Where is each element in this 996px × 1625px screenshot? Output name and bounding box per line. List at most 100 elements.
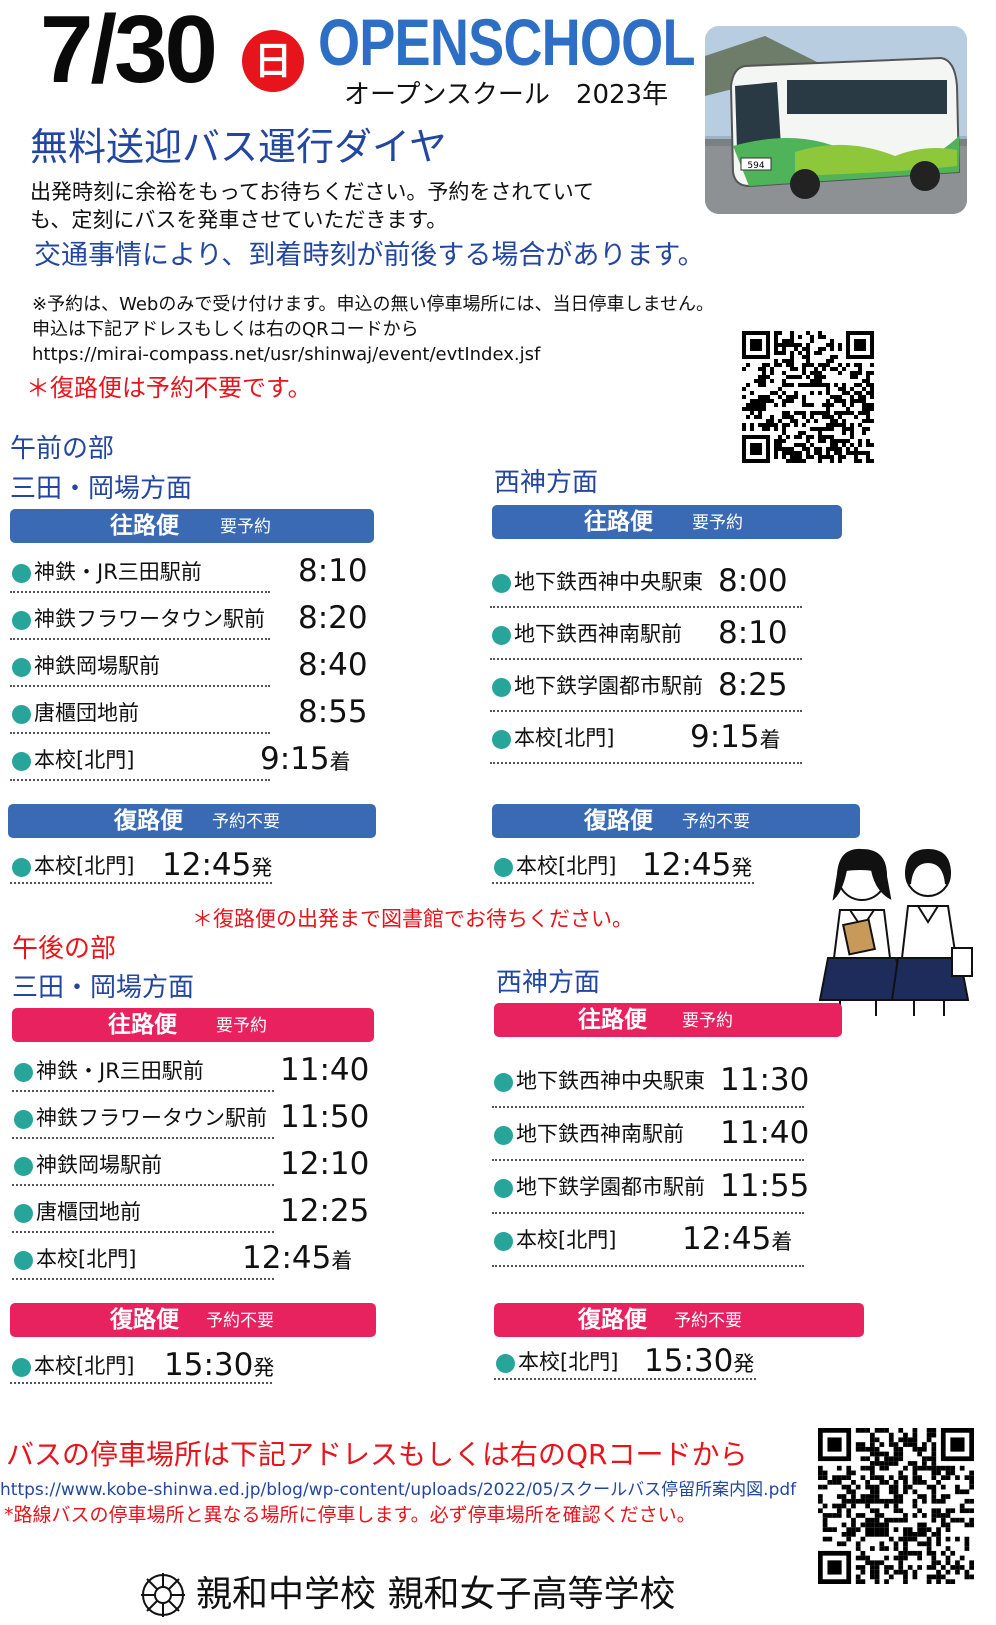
pm-sanda-return-header: 復路便 予約不要: [10, 1303, 376, 1337]
stop-row: 本校[北門]15:30発: [494, 1336, 756, 1380]
stop-name: 唐櫃団地前: [36, 1200, 141, 1224]
time-value: 12:45: [242, 1240, 332, 1276]
stop-name: 地下鉄学園都市駅前: [516, 1175, 705, 1199]
bar-sub: 要予約: [692, 513, 743, 533]
reservation-how: 申込は下記アドレスもしくは右のQRコードから: [32, 319, 419, 340]
stop-name: 地下鉄西神南駅前: [514, 622, 682, 646]
time-value: 12:25: [280, 1193, 370, 1229]
stop-time: 15:30発: [644, 1342, 754, 1383]
reservation-info: ※予約は、Webのみで受け付けます。申込の無い停車場所には、当日停車しません。 …: [32, 292, 792, 367]
reservation-url[interactable]: https://mirai-compass.net/usr/shinwaj/ev…: [32, 344, 541, 365]
stop-name: 地下鉄学園都市駅前: [514, 674, 703, 698]
bullet-icon: [14, 1157, 33, 1176]
bar-title: 往路便: [108, 1012, 177, 1038]
bullet-icon: [492, 574, 511, 593]
stop-name: 本校[北門]: [34, 854, 135, 878]
am-seishin-outbound-header: 往路便 要予約: [492, 505, 842, 539]
pm-seishin-return: 本校[北門]15:30発: [494, 1336, 756, 1380]
time-value: 12:45: [162, 847, 252, 883]
bar-sub: 要予約: [682, 1011, 733, 1031]
bullet-icon: [12, 1358, 31, 1377]
bullet-icon: [492, 730, 511, 749]
stop-name: 神鉄岡場駅前: [36, 1153, 162, 1177]
time-value: 8:20: [298, 600, 368, 636]
pm-seishin-return-header: 復路便 予約不要: [494, 1303, 864, 1337]
stop-row: 神鉄・JR三田駅前 11:40: [12, 1045, 369, 1092]
stop-name: 神鉄岡場駅前: [34, 654, 160, 678]
stop-time: 12:45発: [162, 846, 272, 887]
stop-time: 12:10: [280, 1145, 369, 1186]
bullet-icon: [494, 1126, 513, 1145]
stop-time: 8:40: [298, 646, 368, 687]
stop-name: 神鉄フラワータウン駅前: [34, 607, 265, 631]
stops-note: バスの停車場所は下記アドレスもしくは右のQRコードから: [6, 1438, 748, 1471]
bullet-icon: [12, 564, 31, 583]
traffic-notice: 交通事情により、到着時刻が前後する場合があります。: [34, 240, 705, 271]
time-value: 11:50: [280, 1099, 370, 1135]
time-value: 8:40: [298, 647, 368, 683]
stop-name: 神鉄・JR三田駅前: [36, 1059, 204, 1083]
time-value: 8:10: [718, 615, 788, 651]
stop-name: 地下鉄西神中央駅東: [516, 1069, 705, 1093]
time-value: 8:55: [298, 694, 368, 730]
stop-row: 地下鉄西神中央駅東 8:00: [490, 556, 802, 608]
stop-name: 地下鉄西神中央駅東: [514, 570, 703, 594]
stop-name: 本校[北門]: [34, 1354, 135, 1378]
time-suffix: 発: [731, 856, 753, 880]
pm-seishin-outbound-header: 往路便 要予約: [494, 1003, 842, 1037]
stop-time: 11:30: [720, 1061, 809, 1102]
stop-time: 8:25: [718, 666, 788, 707]
pm-sanda-stops: 神鉄・JR三田駅前 11:40 神鉄フラワータウン駅前 11:50 神鉄岡場駅前 12:1…: [12, 1045, 369, 1280]
time-value: 9:15: [260, 741, 330, 777]
return-note: ＊復路便は予約不要です。: [26, 374, 312, 402]
bullet-icon: [492, 678, 511, 697]
stops-url[interactable]: https://www.kobe-shinwa.ed.jp/blog/wp-co…: [0, 1480, 797, 1500]
time-value: 11:40: [720, 1115, 810, 1151]
bar-title: 復路便: [584, 808, 653, 834]
reservation-qr-code[interactable]: [742, 331, 874, 463]
bar-title: 往路便: [578, 1007, 647, 1033]
stop-time: 8:10: [718, 614, 788, 655]
stop-row: 地下鉄西神南駅前 8:10: [490, 608, 802, 660]
time-value: 15:30: [644, 1343, 734, 1379]
bullet-icon: [14, 1251, 33, 1270]
bullet-icon: [496, 1354, 515, 1373]
bullet-icon: [494, 1073, 513, 1092]
stop-name: 地下鉄西神南駅前: [516, 1122, 684, 1146]
event-subtitle: オープンスクール 2023年: [344, 80, 669, 110]
school-crest-icon: [138, 1570, 188, 1620]
stop-name: 本校[北門]: [514, 726, 615, 750]
bullet-icon: [14, 1110, 33, 1129]
stop-row: 唐櫃団地前 12:25: [12, 1186, 369, 1233]
stop-time: 11:40: [280, 1051, 369, 1092]
stops-qr-code[interactable]: [818, 1428, 974, 1584]
stop-name: 神鉄フラワータウン駅前: [36, 1106, 267, 1130]
stop-row: 本校[北門]12:45着: [492, 1214, 804, 1267]
stop-row: 地下鉄学園都市駅前 8:25: [490, 660, 802, 712]
time-value: 9:15: [690, 719, 760, 755]
stop-row: 神鉄フラワータウン駅前 8:20: [10, 593, 368, 640]
stop-time: 8:00: [718, 562, 788, 603]
stop-row: 本校[北門]9:15着: [10, 734, 351, 781]
time-value: 11:30: [720, 1062, 810, 1098]
pm-sanda-outbound-header: 往路便 要予約: [12, 1008, 374, 1042]
event-title: OPENSCHOOL: [318, 5, 696, 79]
stop-time: 11:50: [280, 1098, 369, 1139]
bar-sub: 要予約: [220, 517, 271, 537]
school-name: 親和中学校 親和女子高等学校: [196, 1574, 676, 1615]
bar-sub: 予約不要: [674, 1311, 742, 1331]
stop-row: 本校[北門]15:30発: [10, 1340, 274, 1384]
time-value: 12:45: [642, 847, 732, 883]
pm-label: 午後の部: [12, 934, 117, 964]
stop-time: 8:55: [298, 693, 368, 734]
reservation-note: ※予約は、Webのみで受け付けます。申込の無い停車場所には、当日停車しません。: [32, 294, 714, 315]
am-seishin-label: 西神方面: [494, 468, 599, 498]
bullet-icon: [494, 1179, 513, 1198]
page-title: 無料送迎バス運行ダイヤ: [30, 125, 447, 169]
pm-sanda-label: 三田・岡場方面: [12, 973, 195, 1003]
stop-row: 本校[北門]12:45着: [12, 1233, 352, 1280]
